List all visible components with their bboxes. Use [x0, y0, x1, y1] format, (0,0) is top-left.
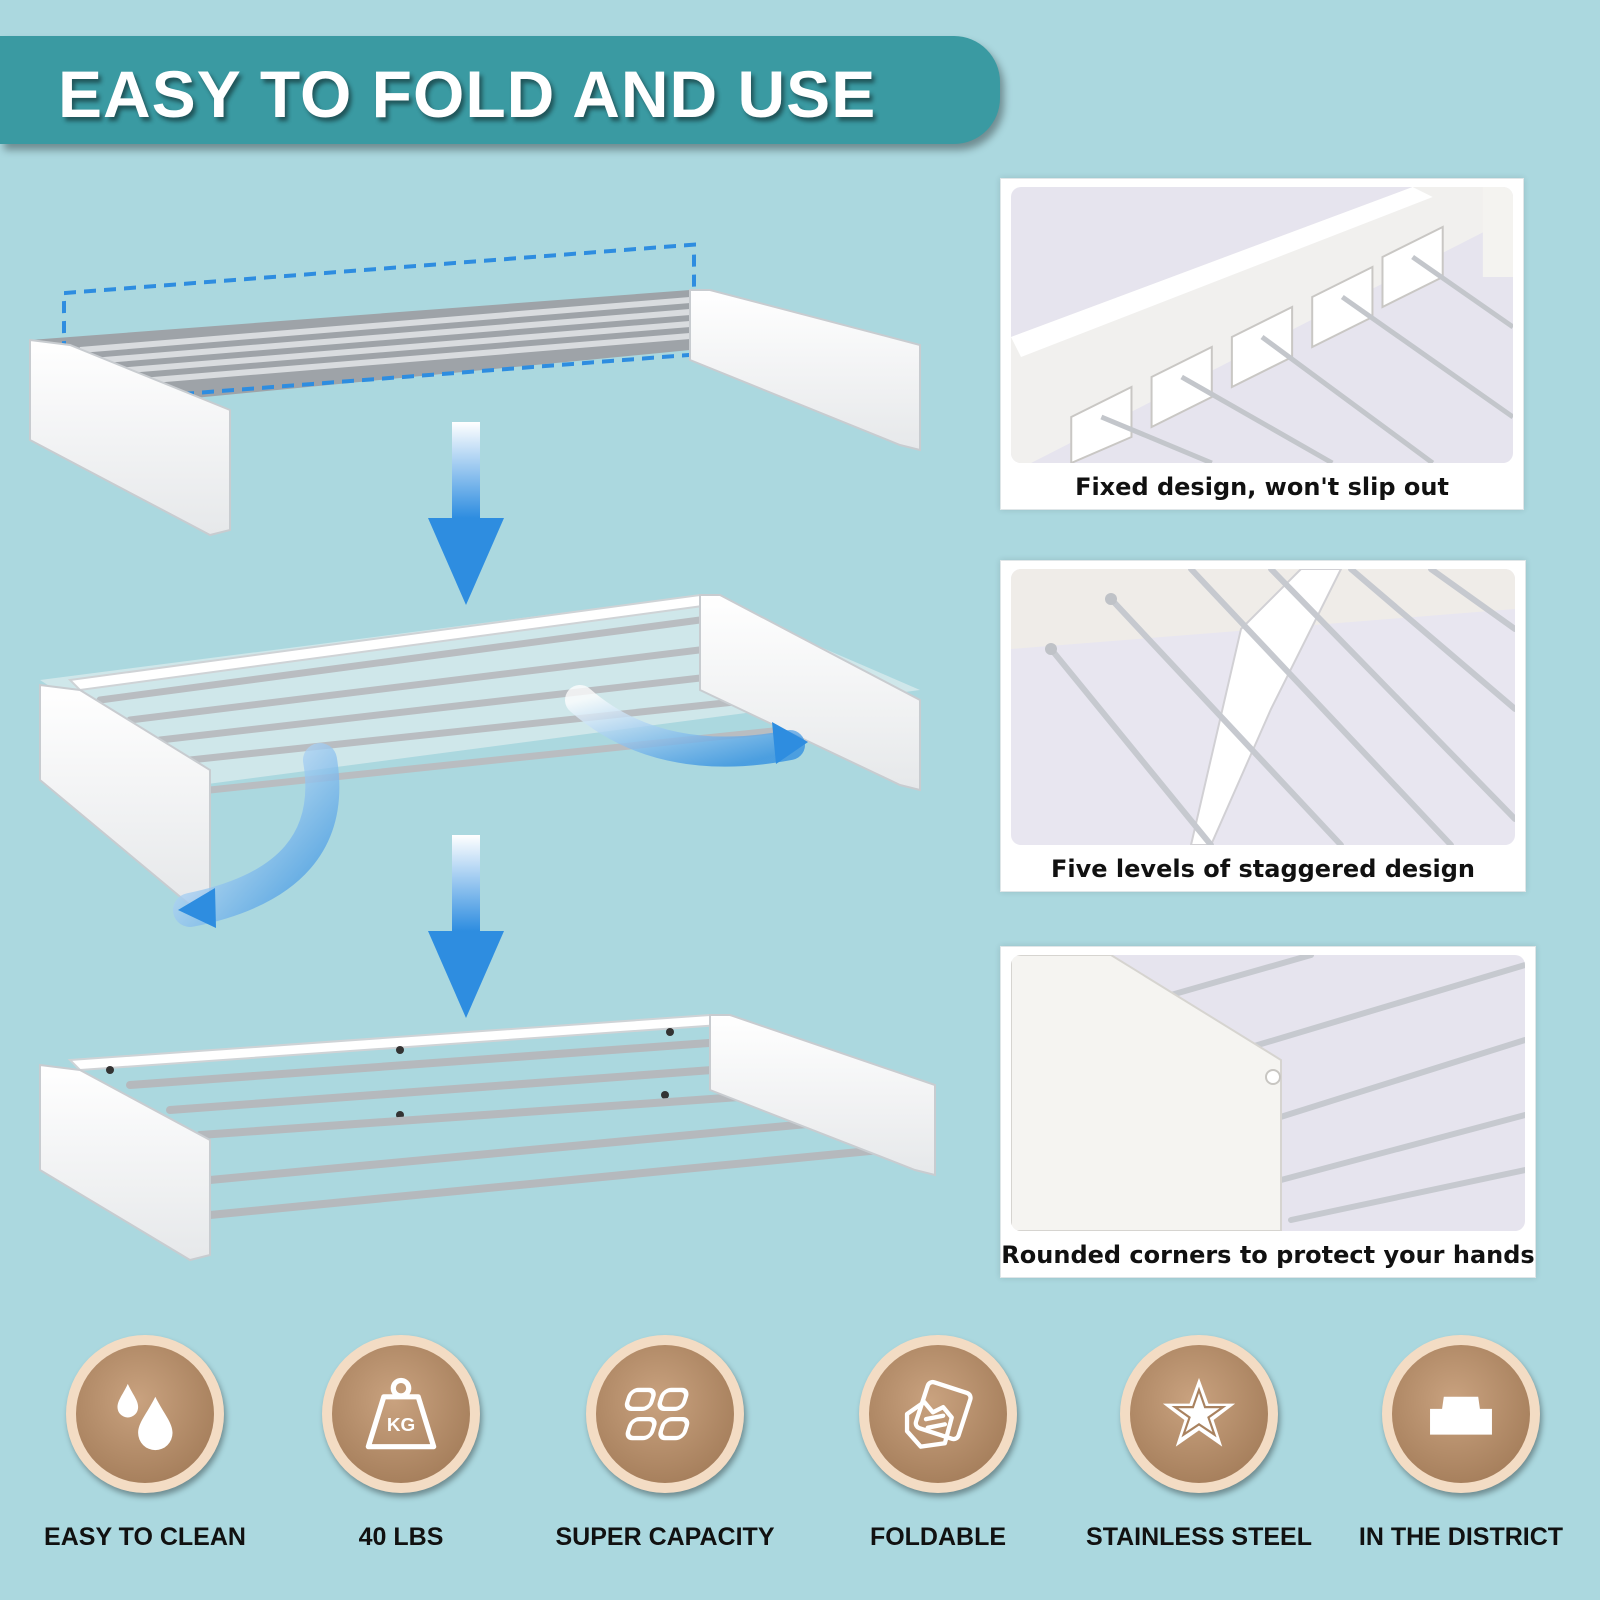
detail-photo-fixed-design	[1011, 187, 1513, 463]
feature-stainless-steel: STAINLESS STEEL	[1074, 1335, 1324, 1552]
grid-capacity-icon	[624, 1387, 690, 1441]
feature-badge	[859, 1335, 1017, 1493]
feature-easy-to-clean: EASY TO CLEAN	[20, 1335, 270, 1552]
rack-folded	[29, 242, 921, 537]
bracket-shape-icon	[1430, 1396, 1492, 1435]
detail-caption: Fixed design, won't slip out	[1075, 473, 1449, 501]
detail-photo-rounded-corners	[1011, 955, 1525, 1231]
feature-badge: KG	[322, 1335, 480, 1493]
feature-label: SUPER CAPACITY	[555, 1523, 775, 1551]
down-arrow-1	[428, 422, 504, 605]
water-drop-icon	[117, 1383, 173, 1451]
rack-open	[39, 1013, 936, 1262]
detail-card-fixed-design: Fixed design, won't slip out	[1000, 178, 1524, 510]
feature-40-lbs: KG 40 LBS	[276, 1335, 526, 1552]
feature-label: EASY TO CLEAN	[44, 1523, 246, 1551]
title-banner	[0, 36, 1000, 144]
feature-badge	[586, 1335, 744, 1493]
page-title: EASY TO FOLD AND USE	[58, 57, 877, 131]
detail-caption: Five levels of staggered design	[1051, 855, 1475, 883]
kg-weight-icon: KG	[365, 1377, 437, 1450]
feature-label: IN THE DISTRICT	[1358, 1523, 1564, 1551]
detail-caption: Rounded corners to protect your hands	[1001, 1241, 1535, 1269]
kg-label: KG	[387, 1415, 415, 1436]
feature-in-the-district: IN THE DISTRICT	[1336, 1335, 1586, 1552]
feature-super-capacity: SUPER CAPACITY	[540, 1335, 790, 1552]
detail-card-staggered-design: Five levels of staggered design	[1000, 560, 1526, 892]
detail-photo-staggered-design	[1011, 569, 1515, 845]
rack-unfolding	[39, 593, 921, 928]
feature-badge	[66, 1335, 224, 1493]
star-icon	[1162, 1377, 1236, 1447]
feature-badge	[1382, 1335, 1540, 1493]
feature-label: FOLDABLE	[869, 1523, 1007, 1551]
feature-foldable: FOLDABLE	[813, 1335, 1063, 1552]
detail-card-rounded-corners: Rounded corners to protect your hands	[1000, 946, 1536, 1278]
feature-badge	[1120, 1335, 1278, 1493]
feature-label: 40 LBS	[358, 1523, 444, 1551]
feature-label: STAINLESS STEEL	[1086, 1523, 1312, 1551]
down-arrow-2	[428, 835, 504, 1018]
folding-sequence-illustration	[29, 242, 936, 1262]
folding-hand-icon	[904, 1379, 973, 1449]
rack-folded-bars	[79, 297, 691, 389]
